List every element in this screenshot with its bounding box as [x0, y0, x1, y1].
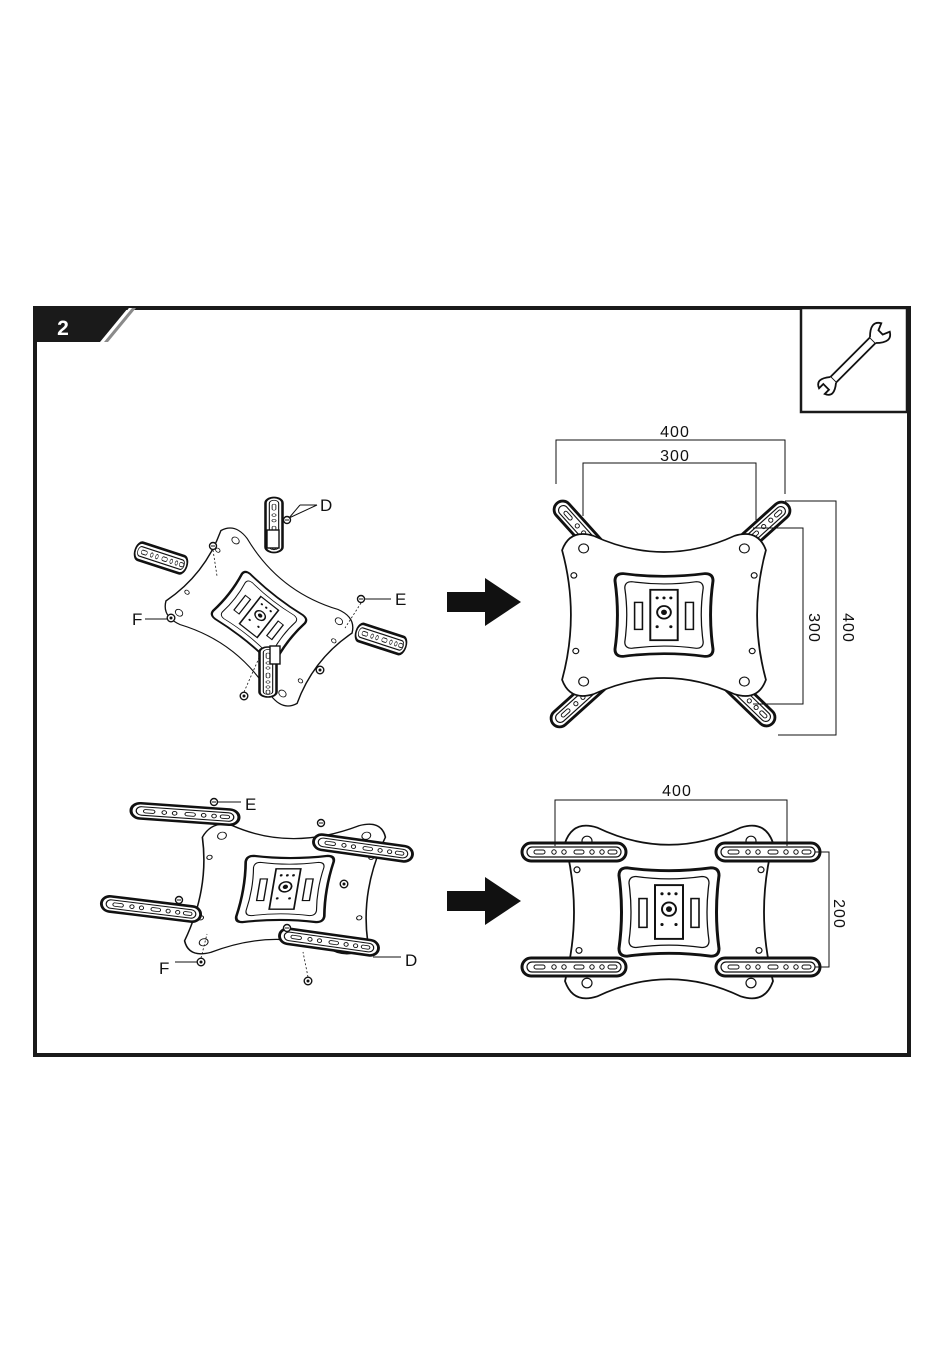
assembled-x-view: 400 300 300 400: [548, 424, 856, 735]
label-f-lower: F: [159, 959, 169, 978]
label-e: E: [395, 590, 406, 609]
bracket-arm: [716, 843, 820, 861]
bracket-arm: [101, 895, 202, 922]
bracket-arm: [353, 622, 408, 655]
panel-border: [35, 308, 909, 1055]
dim-vertical: 200: [830, 899, 847, 929]
label-f: F: [132, 610, 142, 629]
arrow-right-icon: [447, 877, 521, 925]
dim-outer-horizontal: 400: [660, 424, 690, 441]
bracket-arm: [131, 803, 240, 826]
label-e-lower: E: [245, 795, 256, 814]
tool-box: [801, 308, 907, 412]
instruction-panel: 2 D E: [33, 306, 911, 1057]
bracket-arm: [522, 958, 626, 976]
assembled-h-view: 400 200: [522, 783, 847, 998]
dim-outer-vertical: 400: [839, 613, 856, 643]
label-d-lower: D: [405, 951, 417, 970]
exploded-assembly-x: D E F: [132, 496, 409, 712]
label-d: D: [320, 496, 332, 515]
dim-inner-vertical: 300: [805, 613, 822, 643]
bracket-arm: [716, 958, 820, 976]
step-number: 2: [57, 317, 69, 340]
exploded-assembly-h: E D F: [101, 795, 418, 985]
bracket-arm: [133, 541, 190, 575]
dim-horizontal: 400: [662, 783, 692, 800]
arrow-right-icon: [447, 578, 521, 626]
dim-inner-horizontal: 300: [660, 448, 690, 465]
step-badge: 2: [35, 308, 136, 342]
bracket-arm: [522, 843, 626, 861]
